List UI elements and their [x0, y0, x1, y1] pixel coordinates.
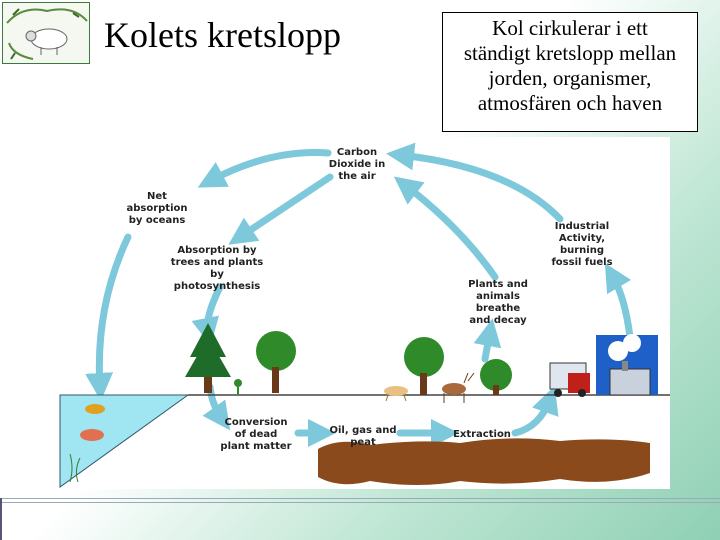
label-line: photosynthesis	[174, 281, 260, 292]
label-line: by	[210, 269, 224, 280]
label-photosynthesis: Absorption by trees and plants by photos…	[171, 245, 263, 292]
ocean	[59, 394, 190, 488]
label-line: fossil fuels	[551, 257, 612, 268]
note-line: atmosfären och haven	[477, 91, 663, 115]
page-title: Kolets kretslopp	[104, 15, 341, 55]
pine-tree-icon	[185, 323, 231, 393]
label-line: breathe	[476, 303, 521, 314]
label-extraction: Extraction	[453, 429, 511, 440]
fox-icon	[384, 386, 408, 402]
label-line: animals	[476, 291, 520, 302]
label-line: Dioxide in	[329, 159, 385, 170]
label-carbon: Carbon Dioxide in the air	[329, 147, 385, 182]
label-line: by oceans	[129, 215, 186, 226]
label-line: of dead	[235, 429, 278, 440]
label-line: Absorption by	[177, 245, 257, 256]
label-line: Industrial	[555, 221, 609, 232]
arrow-industrial-to-carbon	[386, 142, 564, 223]
label-line: Plants and	[468, 279, 528, 290]
divider	[0, 502, 720, 503]
label-line: Carbon	[337, 147, 377, 158]
divider	[0, 498, 720, 499]
arrow-carbon-to-photosynthesis	[228, 173, 334, 245]
tree-icon	[480, 359, 512, 395]
carbon-cycle-diagram: Carbon Dioxide in the air Net absorption…	[40, 137, 670, 489]
arrow-trees-to-breathe	[473, 318, 502, 363]
arrow-photosynthesis-to-trees	[191, 283, 224, 346]
arrow-factory-to-industrial	[604, 262, 634, 341]
label-industrial: Industrial Activity, burning fossil fuel…	[551, 221, 612, 268]
note-line: jorden, organismer,	[488, 66, 652, 90]
arrow-extraction-to-factory	[511, 385, 559, 437]
note-line: Kol cirkulerar i ett	[492, 16, 648, 40]
label-line: Conversion	[225, 417, 288, 428]
arrow-net-absorption-to-ocean	[85, 233, 132, 401]
label-line: burning	[560, 245, 604, 256]
label-line: Extraction	[453, 429, 511, 440]
tree-icon	[256, 331, 296, 393]
sheep-logo-icon	[6, 8, 88, 60]
person-icon	[234, 379, 242, 395]
label-line: Activity,	[559, 233, 605, 244]
label-line: Oil, gas and	[329, 425, 396, 436]
note-line: ständigt kretslopp mellan	[463, 41, 677, 65]
label-line: the air	[338, 171, 375, 182]
factory-icon	[596, 334, 658, 396]
label-conversion: Conversion of dead plant matter	[220, 417, 291, 452]
label-breathe: Plants and animals breathe and decay	[468, 279, 528, 326]
label-line: Net	[147, 191, 167, 202]
deer-icon	[442, 372, 475, 403]
arrow-to-net-absorption	[197, 149, 332, 188]
label-oil: Oil, gas and peat	[329, 425, 396, 448]
tree-icon	[404, 337, 444, 395]
soil-layer	[318, 438, 650, 485]
divider	[0, 498, 2, 540]
label-line: peat	[350, 437, 376, 448]
truck-icon	[549, 362, 590, 397]
arrow-breathe-to-carbon	[393, 176, 499, 281]
description-box: Kol cirkulerar i ett ständigt kretslopp …	[442, 12, 698, 132]
logo	[2, 2, 90, 64]
label-net-absorption: Net absorption by oceans	[126, 191, 187, 226]
label-line: trees and plants	[171, 257, 263, 268]
label-line: absorption	[126, 203, 187, 214]
label-line: plant matter	[220, 441, 291, 452]
label-line: and decay	[469, 315, 527, 326]
